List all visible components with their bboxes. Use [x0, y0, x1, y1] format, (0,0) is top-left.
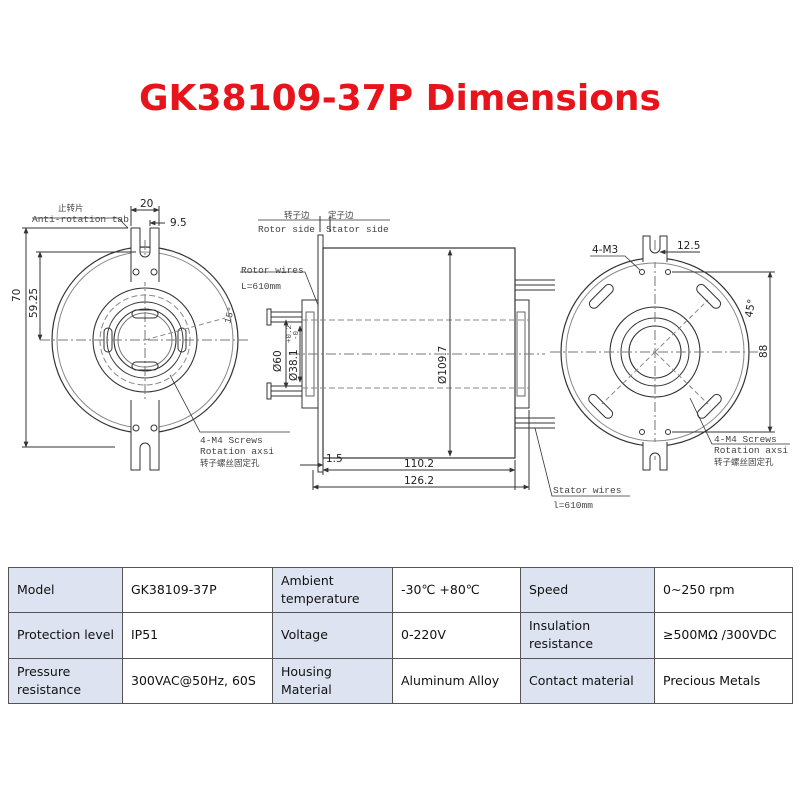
left-angle-15: 15°	[222, 305, 237, 324]
stator-wires-label: Stator wires	[553, 485, 621, 496]
side-dim-1-5: 1.5	[326, 453, 343, 465]
spec-key-model: Model	[8, 566, 123, 614]
rotor-wires-length: L=610mm	[241, 281, 281, 292]
left-front-view	[22, 206, 290, 471]
left-dim-59-25: 59.25	[28, 288, 40, 318]
side-dim-38-1: Ø38.1	[288, 349, 300, 381]
spec-value-pressure-resistance: 300VAC@50Hz, 60S	[122, 657, 273, 705]
side-dim-126-2: 126.2	[404, 475, 434, 487]
table-row: Protection level IP51 Voltage 0-220V Ins…	[8, 612, 793, 659]
spec-value-housing-material: Aluminum Alloy	[392, 657, 521, 705]
mounting-slot	[696, 283, 722, 309]
left-screws-en-2: Rotation axsi	[200, 446, 274, 457]
right-screws-cn: 转子螺丝固定孔	[714, 457, 774, 468]
technical-drawing: 20 9.5 止转片 Anti-rotation tab 70 59.25 15…	[11, 198, 790, 511]
contact-slot	[131, 309, 159, 319]
stator-side-cn: 定子边	[328, 210, 354, 221]
spec-key-speed: Speed	[520, 566, 655, 614]
right-m3-label: 4-M3	[592, 244, 618, 256]
rotor-side-en: Rotor side	[258, 224, 315, 235]
right-angle-45: 45°	[743, 298, 758, 318]
anti-rotation-tab-top	[130, 227, 160, 282]
spec-key-voltage: Voltage	[272, 612, 393, 659]
spec-key-ambient-temperature: Ambient temperature	[272, 566, 393, 614]
spec-key-pressure-resistance: Pressure resistance	[8, 657, 123, 705]
spec-value-insulation-resistance: ≥500MΩ /300VDC	[654, 612, 793, 659]
left-dim-20: 20	[140, 198, 153, 210]
spec-key-housing-material: Housing Material	[272, 657, 393, 705]
stator-side-en: Stator side	[326, 224, 389, 235]
side-dim-60: Ø60	[272, 350, 284, 372]
spec-key-insulation-resistance: Insulation resistance	[520, 612, 655, 659]
left-dim-70: 70	[11, 289, 23, 302]
mounting-slot	[588, 283, 614, 309]
right-front-view	[550, 235, 790, 471]
spec-key-contact-material: Contact material	[520, 657, 655, 705]
rotor-side-cn: 转子边	[284, 210, 310, 221]
spec-value-protection-level: IP51	[122, 612, 273, 659]
page-title: GK38109-37P Dimensions	[139, 78, 661, 119]
contact-slot	[131, 361, 159, 371]
spec-value-ambient-temperature: -30℃ +80℃	[392, 566, 521, 614]
spec-value-voltage: 0-220V	[392, 612, 521, 659]
side-dim-109-7: Ø109.7	[437, 346, 449, 384]
spec-value-speed: 0~250 rpm	[654, 566, 793, 614]
tab-label-cn: 止转片	[58, 203, 84, 214]
stator-wires-length: l=610mm	[553, 500, 593, 511]
spec-value-model: GK38109-37P	[122, 566, 273, 614]
right-screws-en-2: Rotation axsi	[714, 445, 788, 456]
spec-value-contact-material: Precious Metals	[654, 657, 793, 705]
anti-rotation-tab-bottom	[642, 442, 668, 471]
right-screws-en-1: 4-M4 Screws	[714, 434, 777, 445]
anti-rotation-tab-bottom	[130, 400, 160, 471]
right-dim-88: 88	[758, 345, 770, 358]
table-row: Pressure resistance 300VAC@50Hz, 60S Hou…	[8, 657, 793, 705]
right-dim-12-5: 12.5	[677, 240, 700, 252]
contact-slot	[177, 327, 187, 353]
table-row: Model GK38109-37P Ambient temperature -3…	[8, 566, 793, 614]
side-view	[240, 216, 630, 497]
rotor-wires-label: Rotor wires	[241, 265, 304, 276]
spec-key-protection-level: Protection level	[8, 612, 123, 659]
mounting-slot	[588, 393, 614, 419]
left-dim-9-5: 9.5	[170, 217, 187, 229]
housing-body	[322, 247, 516, 459]
specification-table: Model GK38109-37P Ambient temperature -3…	[8, 566, 793, 705]
side-tol-plus: +0.2	[286, 325, 294, 343]
left-screws-cn: 转子螺丝固定孔	[200, 458, 260, 469]
anti-rotation-tab-top	[642, 235, 668, 262]
contact-slot	[103, 327, 113, 353]
side-dim-110-2: 110.2	[404, 458, 434, 470]
tab-label-en: Anti-rotation tab	[32, 214, 129, 225]
left-screws-en-1: 4-M4 Screws	[200, 435, 263, 446]
side-tol-minus: -0	[293, 330, 301, 340]
mounting-slot	[696, 393, 722, 419]
